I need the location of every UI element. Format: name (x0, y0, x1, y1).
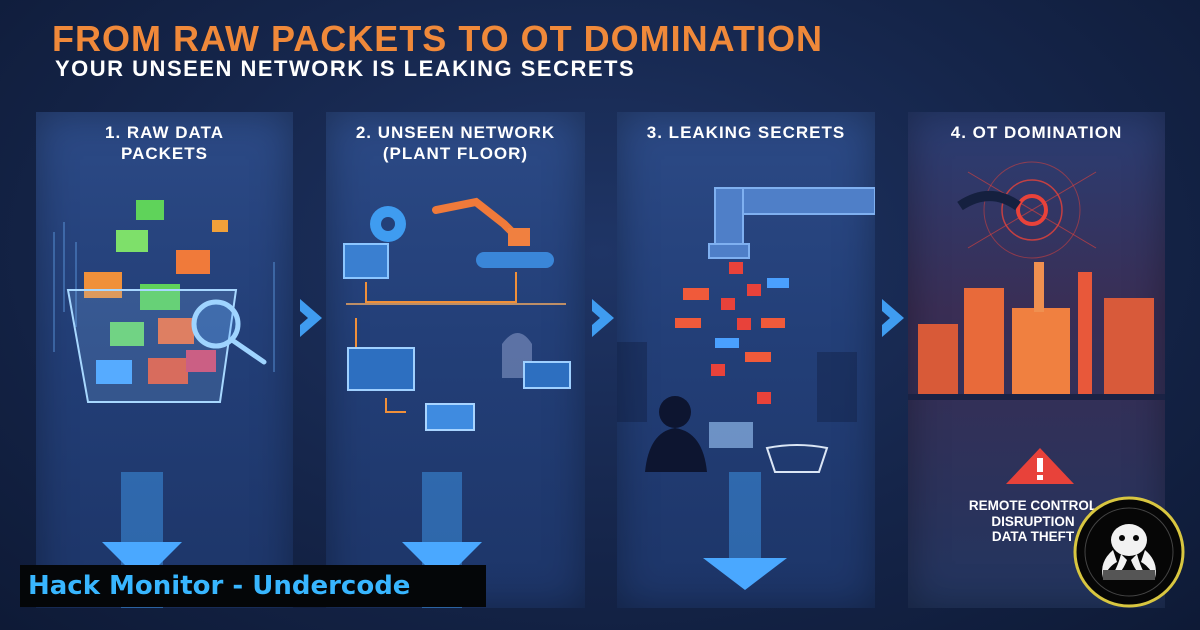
impact-data-theft: DATA THEFT (991, 529, 1075, 544)
target-icon (967, 161, 1097, 259)
impact-disruption: DISRUPTION (991, 513, 1075, 529)
impact-list: REMOTE CONTROL DISRUPTION DATA THEFT (918, 498, 1148, 545)
stage-label: 3. LEAKING SECRETS (646, 123, 846, 142)
lock-icon (711, 262, 771, 404)
email-icon (675, 278, 789, 362)
stage-label: 2. UNSEEN NETWORK(PLANT FLOOR) (355, 123, 556, 163)
stage-label: 4. OT DOMINATION (950, 123, 1123, 142)
stage-panel-network: 2. UNSEEN NETWORK(PLANT FLOOR) (326, 112, 585, 608)
hacker-icon (645, 396, 707, 472)
brand-watermark: Hack Monitor - Undercode (20, 565, 486, 607)
alert-icon (1006, 448, 1074, 484)
basket-icon (765, 444, 829, 473)
chevron-right-icon (300, 299, 322, 337)
stage-panel-leaking: 3. LEAKING SECRETS (617, 112, 875, 608)
chevron-right-icon (882, 299, 904, 337)
chevron-right-icon (592, 299, 614, 337)
magnifier-icon (191, 299, 267, 365)
cube-icon (84, 200, 228, 384)
page-subtitle: YOUR UNSEEN NETWORK IS LEAKING SECRETS (55, 56, 636, 81)
impact-remote-control: REMOTE CONTROL (968, 498, 1098, 513)
gear-icon (370, 206, 406, 242)
factory-icon (918, 262, 1154, 394)
data-packets-illustration (53, 200, 275, 608)
leaking-secrets-illustration (617, 187, 875, 590)
page-title: FROM RAW PACKETS TO OT DOMINATION (52, 18, 823, 59)
factory-takeover-illustration (908, 161, 1165, 484)
pipe-icon (708, 187, 875, 259)
robot-arm-icon (432, 197, 522, 242)
plant-floor-illustration (343, 197, 571, 608)
octopus-logo-badge-icon (1073, 496, 1185, 608)
